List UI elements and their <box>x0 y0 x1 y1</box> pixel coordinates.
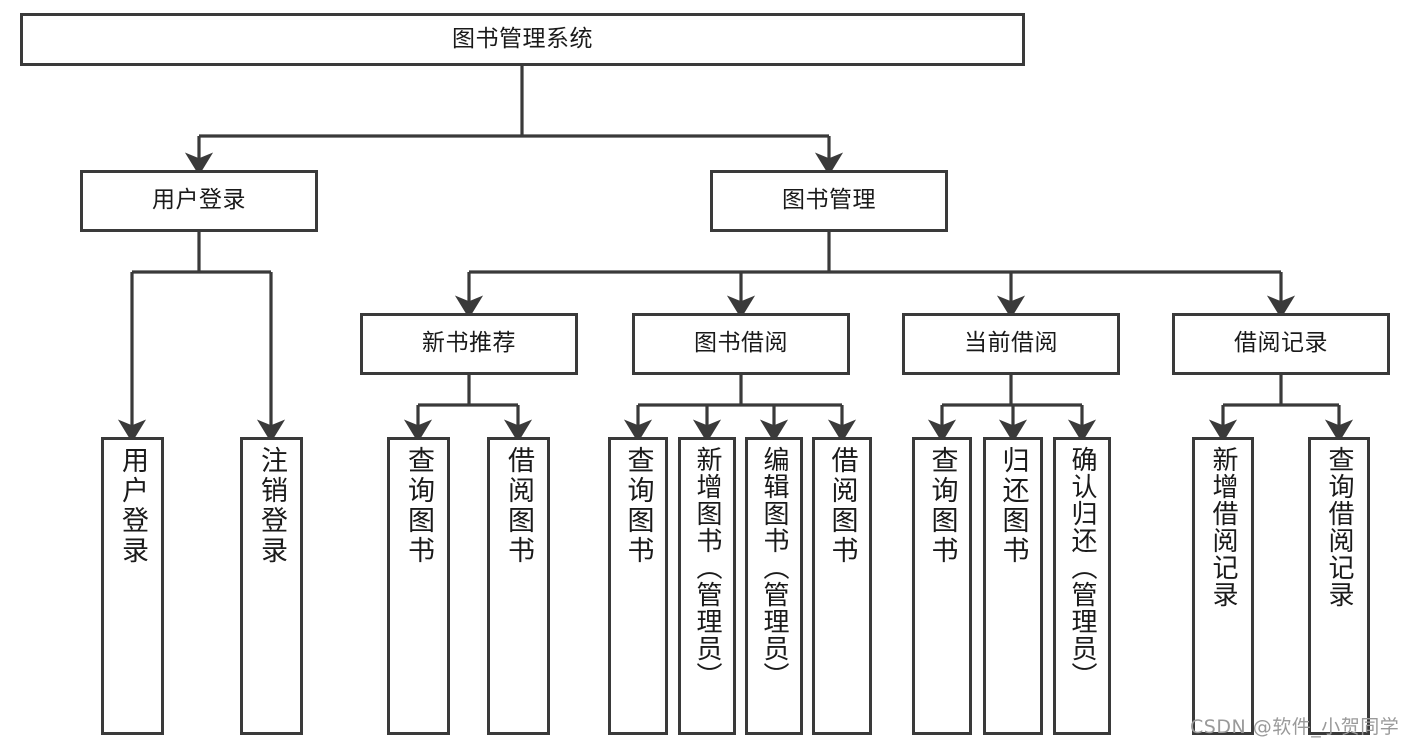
node-borrow-edit-book-admin[interactable]: 编辑图书（管理员） <box>745 437 803 735</box>
node-new-book-recommend[interactable]: 新书推荐 <box>360 313 578 375</box>
node-user-logout-action[interactable]: 注销登录 <box>240 437 303 735</box>
node-borrow-add-book-admin[interactable]: 新增图书（管理员） <box>678 437 736 735</box>
node-current-borrow[interactable]: 当前借阅 <box>902 313 1120 375</box>
node-user-login-label: 用户登录 <box>152 187 246 214</box>
node-borrow-borrow-book[interactable]: 借阅图书 <box>812 437 872 735</box>
node-borrow-edit-book-admin-label: 编辑图书（管理员） <box>759 446 789 689</box>
node-current-confirm-return-admin-label: 确认归还（管理员） <box>1067 446 1097 689</box>
node-current-borrow-label: 当前借阅 <box>964 330 1058 357</box>
node-root-label: 图书管理系统 <box>452 25 593 52</box>
node-records-query-record[interactable]: 查询借阅记录 <box>1308 437 1370 735</box>
node-records-add-record-label: 新增借阅记录 <box>1208 446 1238 608</box>
node-new-book-recommend-label: 新书推荐 <box>422 330 516 357</box>
node-records-query-record-label: 查询借阅记录 <box>1324 446 1354 608</box>
node-user-logout-action-label: 注销登录 <box>256 446 287 566</box>
node-user-login[interactable]: 用户登录 <box>80 170 318 232</box>
node-recommend-borrow-book-label: 借阅图书 <box>503 446 534 566</box>
node-borrow-add-book-admin-label: 新增图书（管理员） <box>692 446 722 689</box>
node-borrow-query-book[interactable]: 查询图书 <box>608 437 668 735</box>
node-borrow-borrow-book-label: 借阅图书 <box>826 446 858 566</box>
node-recommend-borrow-book[interactable]: 借阅图书 <box>487 437 550 735</box>
node-recommend-query-book-label: 查询图书 <box>403 446 434 566</box>
node-borrow-records-label: 借阅记录 <box>1234 330 1328 357</box>
node-book-borrow-label: 图书借阅 <box>694 330 788 357</box>
node-user-login-action-label: 用户登录 <box>117 446 148 566</box>
node-current-query-book-label: 查询图书 <box>926 446 958 566</box>
node-current-return-book-label: 归还图书 <box>997 446 1029 566</box>
node-user-login-action[interactable]: 用户登录 <box>101 437 164 735</box>
node-borrow-records[interactable]: 借阅记录 <box>1172 313 1390 375</box>
node-book-borrow[interactable]: 图书借阅 <box>632 313 850 375</box>
node-recommend-query-book[interactable]: 查询图书 <box>387 437 450 735</box>
node-root[interactable]: 图书管理系统 <box>20 13 1025 66</box>
csdn-watermark: CSDN @软件_小贺同学 <box>1190 716 1400 738</box>
node-current-query-book[interactable]: 查询图书 <box>912 437 972 735</box>
node-current-return-book[interactable]: 归还图书 <box>983 437 1043 735</box>
node-book-management[interactable]: 图书管理 <box>710 170 948 232</box>
node-book-management-label: 图书管理 <box>782 187 876 214</box>
node-current-confirm-return-admin[interactable]: 确认归还（管理员） <box>1053 437 1111 735</box>
node-records-add-record[interactable]: 新增借阅记录 <box>1192 437 1254 735</box>
node-borrow-query-book-label: 查询图书 <box>622 446 654 566</box>
